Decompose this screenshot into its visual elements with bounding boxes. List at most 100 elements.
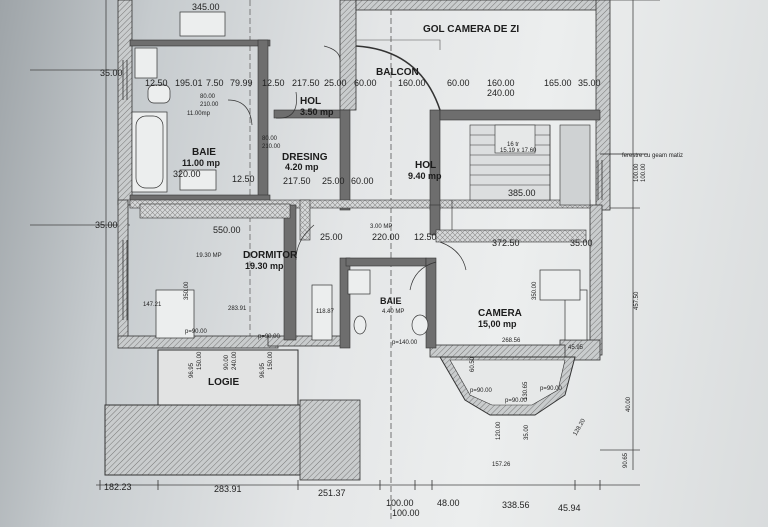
svg-text:60.00: 60.00 [447, 78, 470, 88]
svg-text:35.00: 35.00 [95, 220, 118, 230]
svg-text:96.95: 96.95 [189, 362, 195, 378]
svg-text:35.00: 35.00 [524, 424, 530, 440]
svg-text:457.50: 457.50 [634, 291, 640, 310]
exterior-walls [117, 0, 611, 361]
svg-text:25.00: 25.00 [322, 176, 345, 186]
svg-text:217.50: 217.50 [283, 176, 311, 186]
svg-text:283.91: 283.91 [228, 306, 247, 312]
svg-text:372.50: 372.50 [492, 238, 520, 248]
svg-text:79.99: 79.99 [230, 78, 253, 88]
svg-text:35.00: 35.00 [100, 68, 123, 78]
svg-text:160.00: 160.00 [398, 78, 426, 88]
svg-text:160.00: 160.00 [487, 78, 515, 88]
svg-text:251.37: 251.37 [318, 488, 346, 498]
label-logie: LOGIE [208, 377, 239, 388]
svg-text:p=90.00: p=90.00 [258, 334, 281, 340]
svg-text:550.00: 550.00 [213, 225, 241, 235]
area-dormitor: 19.30 mp [245, 261, 284, 271]
svg-text:100.00: 100.00 [392, 508, 420, 518]
balcony-arc [355, 45, 441, 111]
svg-text:283.91: 283.91 [214, 484, 242, 494]
label-hol-mid: HOL [415, 160, 436, 171]
svg-text:118.87: 118.87 [316, 309, 335, 315]
svg-text:210.00: 210.00 [200, 102, 219, 108]
svg-text:p=90.00: p=90.00 [540, 386, 563, 392]
svg-text:60.00: 60.00 [351, 176, 374, 186]
svg-text:385.00: 385.00 [508, 188, 536, 198]
svg-text:12.50: 12.50 [262, 78, 285, 88]
svg-text:268.56: 268.56 [502, 338, 521, 344]
label-baie-small: BAIE [380, 296, 402, 306]
svg-text:40.00: 40.00 [626, 396, 632, 412]
svg-text:25.00: 25.00 [320, 232, 343, 242]
svg-text:157.26: 157.26 [492, 462, 511, 468]
svg-text:130.65: 130.65 [523, 381, 529, 400]
svg-text:182.23: 182.23 [104, 482, 132, 492]
note-hol-small: 3.00 MP [370, 224, 392, 230]
svg-text:320.00: 320.00 [173, 169, 201, 179]
svg-text:12.50: 12.50 [145, 78, 168, 88]
svg-text:35.00: 35.00 [578, 78, 601, 88]
staircase [469, 124, 591, 206]
svg-text:195.01: 195.01 [175, 78, 203, 88]
area-hol-top: 3.50 mp [300, 107, 334, 117]
logia-area [157, 349, 299, 411]
svg-text:80.00: 80.00 [200, 94, 216, 100]
svg-text:100.00: 100.00 [386, 498, 414, 508]
svg-text:150.00: 150.00 [197, 351, 203, 370]
note-dorm-small: 19.30 MP [196, 253, 222, 259]
svg-text:45.95: 45.95 [568, 345, 584, 351]
window-marks [122, 60, 603, 320]
label-gol-camera-de-zi: GOL CAMERA DE ZI [423, 24, 519, 35]
svg-text:48.00: 48.00 [437, 498, 460, 508]
area-camera: 15,00 mp [478, 319, 517, 329]
svg-text:128.20: 128.20 [573, 418, 588, 437]
note-stair-1: 16 tr [507, 142, 519, 148]
svg-text:217.50: 217.50 [292, 78, 320, 88]
svg-text:25.00: 25.00 [324, 78, 347, 88]
interior-walls [129, 39, 601, 349]
svg-text:p=90.00: p=90.00 [505, 398, 528, 404]
svg-text:240.00: 240.00 [487, 88, 515, 98]
note-stair-2: 15.19 x 17.60 [500, 148, 537, 154]
bathroom-fixtures [131, 11, 588, 341]
svg-text:120.00: 120.00 [496, 421, 502, 440]
svg-text:35.00: 35.00 [570, 238, 593, 248]
svg-text:350.00: 350.00 [184, 281, 190, 300]
svg-text:338.56: 338.56 [502, 500, 530, 510]
area-baie-top: 11.00 mp [182, 158, 221, 168]
svg-text:45.94: 45.94 [558, 503, 581, 513]
svg-text:96.95: 96.95 [260, 362, 266, 378]
label-camera: CAMERA [478, 308, 522, 319]
svg-text:p=90.00: p=90.00 [470, 388, 493, 394]
label-dresing: DRESING [282, 152, 328, 163]
svg-text:147.21: 147.21 [143, 302, 162, 308]
svg-text:90.65: 90.65 [623, 452, 629, 468]
label-dormitor: DORMITOR [243, 250, 298, 261]
svg-text:12.50: 12.50 [414, 232, 437, 242]
svg-text:7.50: 7.50 [206, 78, 224, 88]
svg-text:240.00: 240.00 [232, 351, 238, 370]
label-balcon: BALCON [376, 67, 419, 78]
svg-text:210.00: 210.00 [262, 144, 281, 150]
label-baie-top: BAIE [192, 147, 216, 158]
svg-text:p=90.00: p=90.00 [185, 329, 208, 335]
bottom-dim-ticks [99, 480, 601, 490]
svg-text:345.00: 345.00 [192, 2, 220, 12]
area-dresing: 4.20 mp [285, 162, 319, 172]
area-baie-small: 4.40 MP [382, 309, 404, 315]
note-ferestre: ferestre cu geam matiz [622, 153, 683, 159]
svg-text:100.00: 100.00 [641, 163, 647, 182]
label-hol-top: HOL [300, 96, 321, 107]
svg-text:12.50: 12.50 [232, 174, 255, 184]
door-swings [227, 45, 467, 291]
note-baie-small: 11.00mp [187, 111, 211, 117]
area-hol-mid: 9.40 mp [408, 171, 442, 181]
svg-text:60.00: 60.00 [354, 78, 377, 88]
svg-text:80.00: 80.00 [262, 136, 278, 142]
svg-text:220.00: 220.00 [372, 232, 400, 242]
svg-text:165.00: 165.00 [544, 78, 572, 88]
svg-text:100.00: 100.00 [634, 163, 640, 182]
